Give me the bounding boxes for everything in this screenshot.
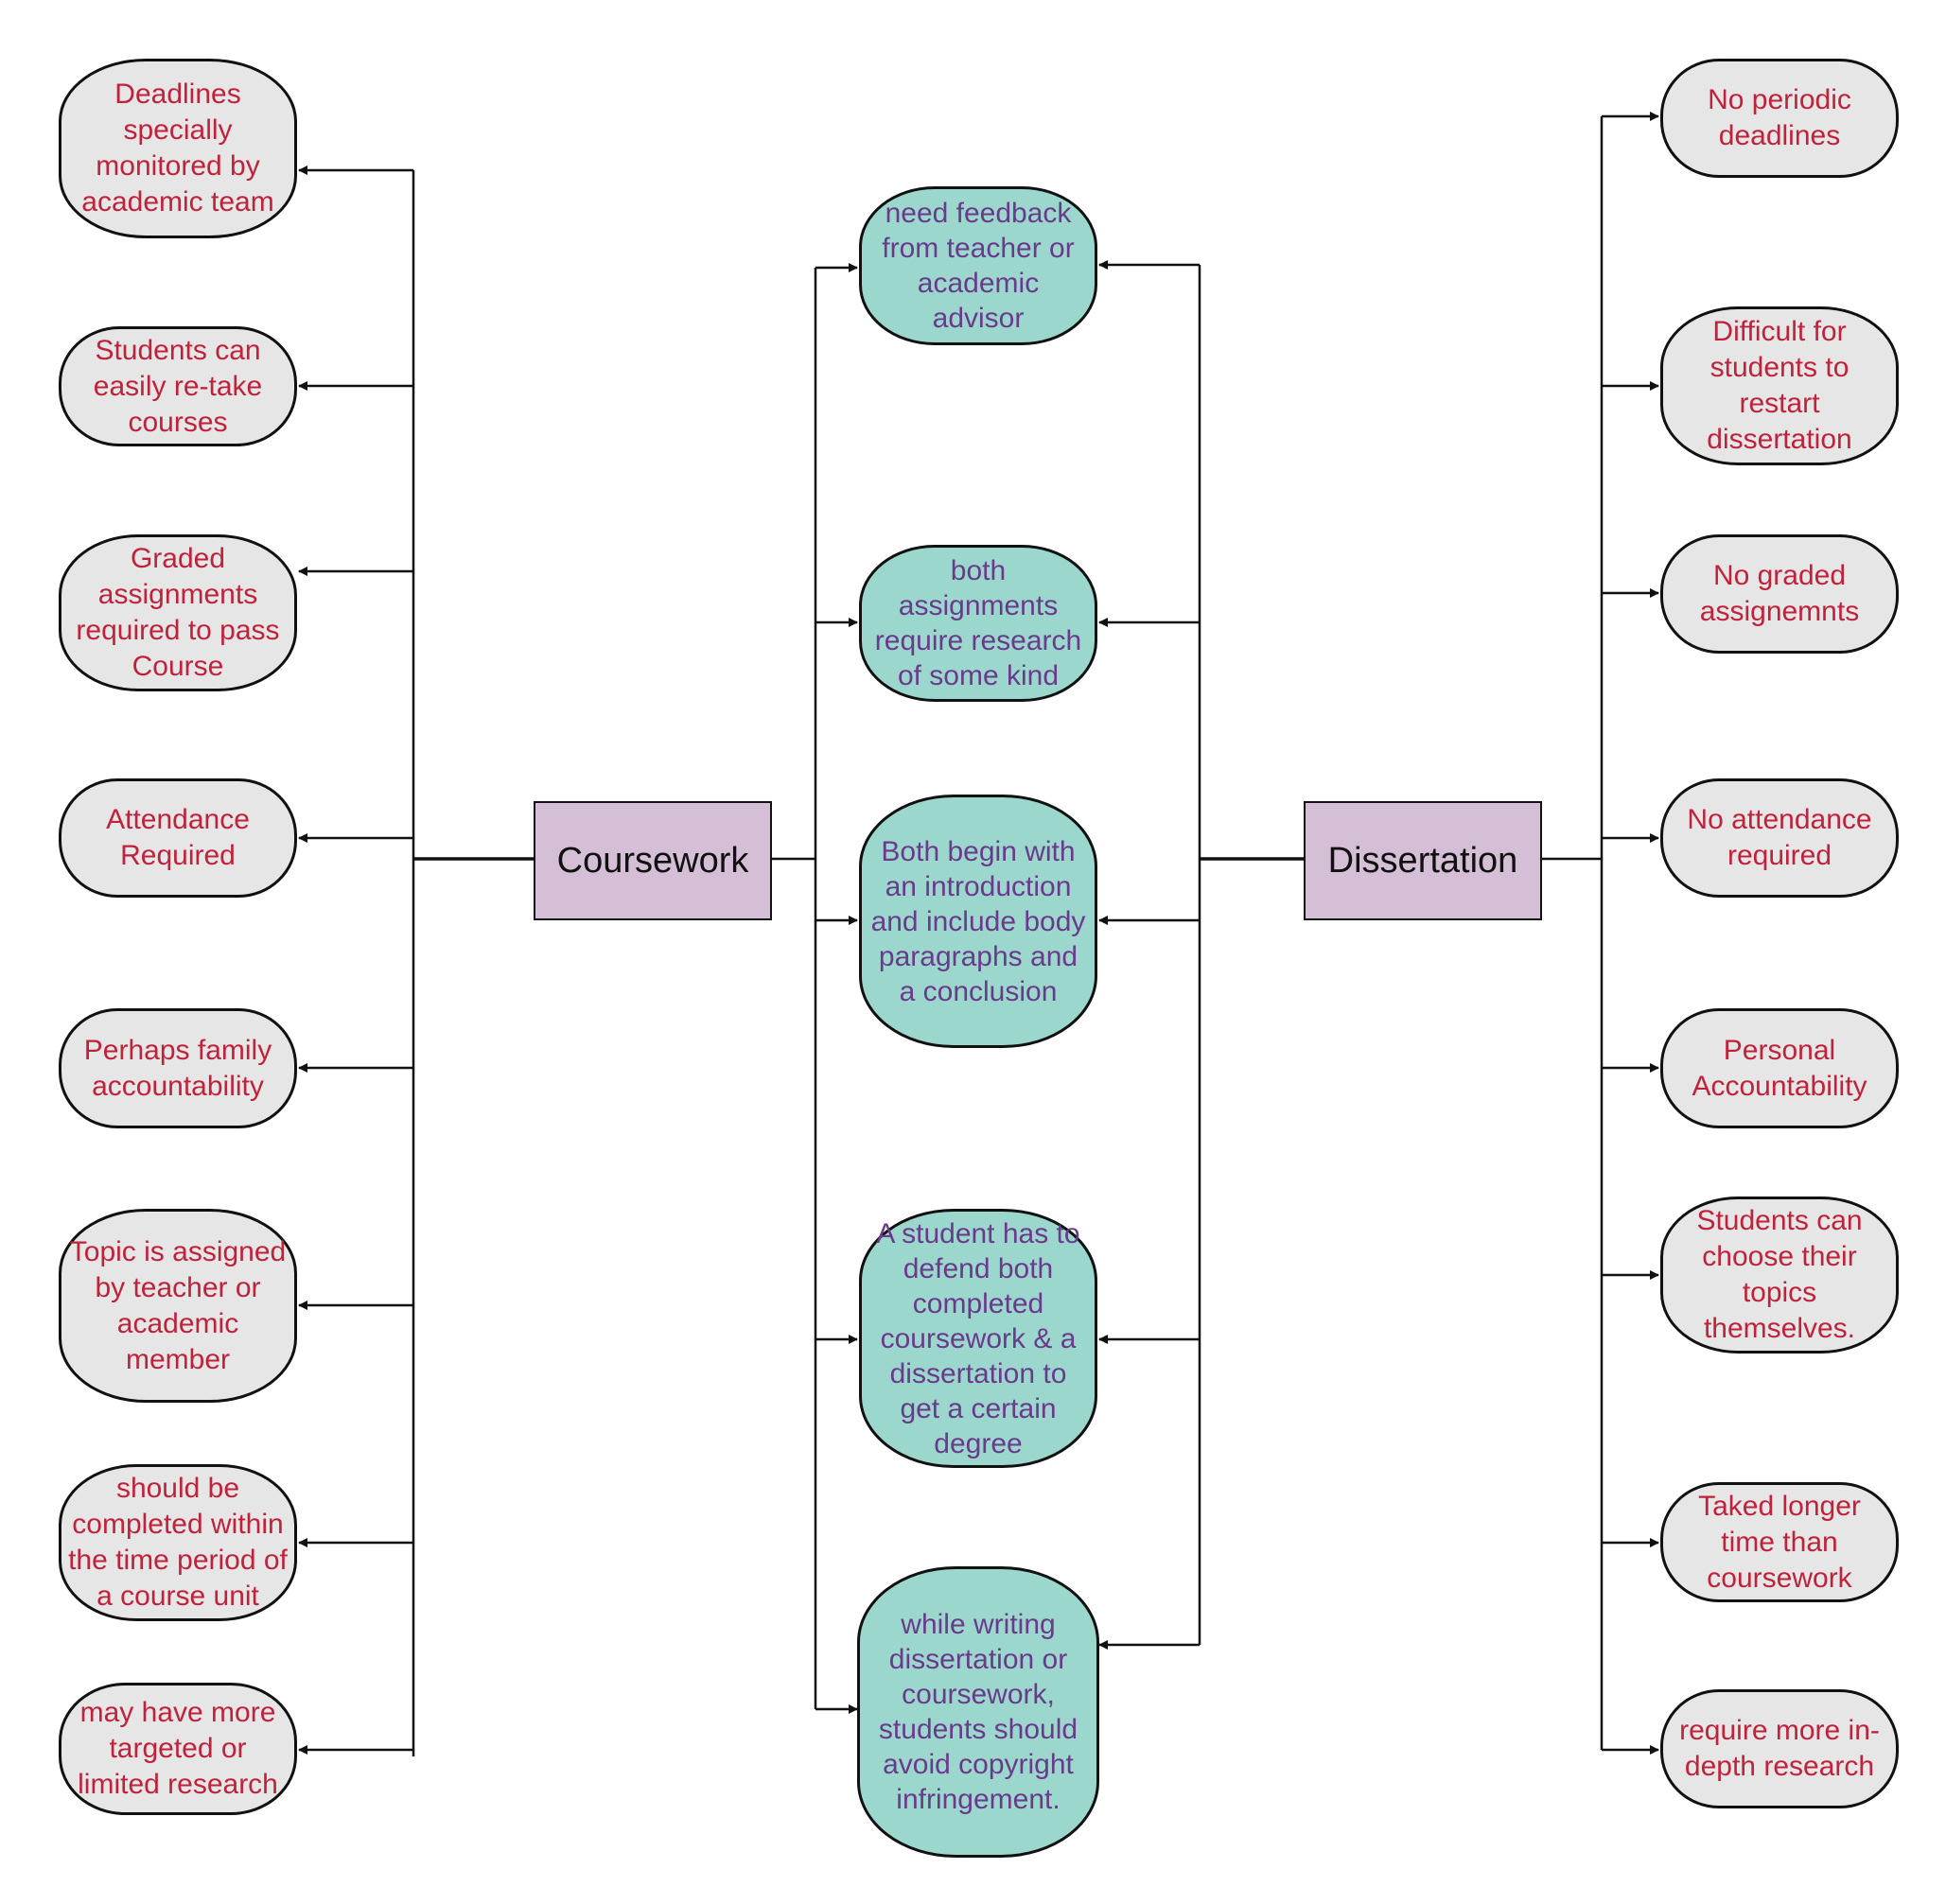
- dissertation-item: Personal Accountability: [1660, 1008, 1899, 1128]
- dissertation-item: No attendance required: [1660, 778, 1899, 898]
- dissertation-item: Students can choose their topics themsel…: [1660, 1197, 1899, 1354]
- coursework-item: Deadlines specially monitored by academi…: [59, 59, 297, 238]
- coursework-item: Topic is assigned by teacher or academic…: [59, 1209, 297, 1403]
- dissertation-title: Dissertation: [1327, 840, 1518, 881]
- coursework-item: Attendance Required: [59, 778, 297, 898]
- dissertation-item: Taked longer time than coursework: [1660, 1482, 1899, 1602]
- dissertation-item: No periodic deadlines: [1660, 59, 1899, 178]
- shared-item: while writing dissertation or coursework…: [857, 1566, 1099, 1858]
- shared-item: need feedback from teacher or academic a…: [859, 186, 1097, 345]
- coursework-item: Perhaps family accountability: [59, 1008, 297, 1128]
- coursework-item: should be completed within the time peri…: [59, 1464, 297, 1621]
- dissertation-node: Dissertation: [1304, 801, 1542, 920]
- dissertation-item: Difficult for students to restart disser…: [1660, 306, 1899, 465]
- shared-item: A student has to defend both completed c…: [859, 1209, 1097, 1468]
- coursework-item: Students can easily re-take courses: [59, 326, 297, 446]
- coursework-item: Graded assignments required to pass Cour…: [59, 534, 297, 691]
- shared-item: Both begin with an introduction and incl…: [859, 795, 1097, 1048]
- shared-item: both assignments require research of som…: [859, 545, 1097, 702]
- coursework-title: Coursework: [556, 840, 749, 881]
- coursework-item: may have more targeted or limited resear…: [59, 1683, 297, 1815]
- dissertation-item: No graded assignemnts: [1660, 534, 1899, 654]
- coursework-node: Coursework: [534, 801, 772, 920]
- dissertation-item: require more in-depth research: [1660, 1689, 1899, 1808]
